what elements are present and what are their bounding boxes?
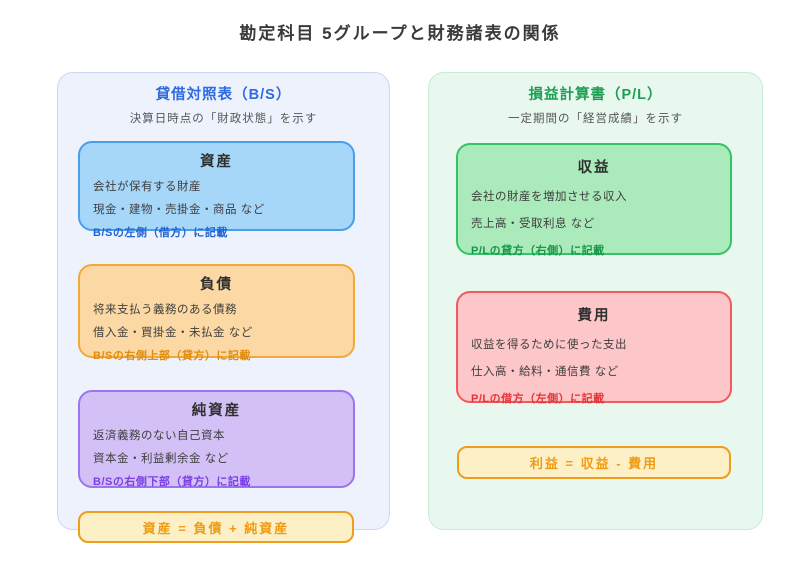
revenue-group-box: 収益 会社の財産を増加させる収入 売上高・受取利息 など P/Lの貸方（右側）に… — [456, 143, 732, 257]
asset-group-examples: 現金・建物・売掛金・商品 など — [93, 204, 265, 216]
pl-formula-box: 利益 = 収益 - 費用 — [457, 446, 731, 479]
net-assets-group-title: 純資産 — [191, 403, 242, 419]
expense-group-examples: 仕入高・給料・通信費 など — [471, 366, 619, 378]
asset-group-title: 資産 — [200, 154, 233, 170]
profit-loss-title: 損益計算書（P/L） — [528, 87, 663, 103]
expense-group-box: 費用 収益を得るために使った支出 仕入高・給料・通信費 など P/Lの借方（左側… — [456, 291, 732, 405]
liability-group-desc: 将来支払う義務のある債務 — [93, 304, 237, 316]
page-title: 勘定科目 5グループと財務諸表の関係 — [239, 24, 561, 43]
profit-loss-subtitle: 一定期間の「経営成績」を示す — [508, 113, 683, 125]
revenue-group-examples: 売上高・受取利息 など — [471, 218, 595, 230]
balance-sheet-subtitle: 決算日時点の「財政状態」を示す — [129, 113, 318, 125]
revenue-group-note: P/Lの貸方（右側）に記載 — [471, 245, 605, 257]
bs-formula-box: 資産 = 負債 + 純資産 — [78, 511, 354, 543]
asset-group-note: B/Sの左側（借方）に記載 — [93, 227, 228, 239]
balance-sheet-panel: 貸借対照表（B/S） 決算日時点の「財政状態」を示す 資産 会社が保有する財産 … — [57, 72, 390, 543]
asset-group-box: 資産 会社が保有する財産 現金・建物・売掛金・商品 など B/Sの左側（借方）に… — [78, 141, 355, 239]
net-assets-group-examples: 資本金・利益剰余金 など — [93, 453, 229, 465]
revenue-group-title: 収益 — [577, 160, 611, 176]
net-assets-group-box: 純資産 返済義務のない自己資本 資本金・利益剰余金 など B/Sの右側下部（貸方… — [78, 390, 355, 488]
pl-formula-text: 利益 = 収益 - 費用 — [529, 456, 659, 471]
expense-group-note: P/Lの借方（左側）に記載 — [471, 393, 605, 405]
liability-group-box: 負債 将来支払う義務のある債務 借入金・買掛金・未払金 など B/Sの右側上部（… — [78, 264, 355, 362]
bs-formula-text: 資産 = 負債 + 純資産 — [142, 520, 290, 536]
balance-sheet-title: 貸借対照表（B/S） — [155, 87, 292, 103]
expense-group-desc: 収益を得るために使った支出 — [471, 339, 627, 351]
asset-group-desc: 会社が保有する財産 — [93, 181, 201, 193]
revenue-group-desc: 会社の財産を増加させる収入 — [471, 191, 627, 203]
liability-group-note: B/Sの右側上部（貸方）に記載 — [93, 350, 251, 362]
net-assets-group-desc: 返済義務のない自己資本 — [93, 430, 225, 442]
liability-group-title: 負債 — [200, 277, 233, 293]
profit-loss-panel: 損益計算書（P/L） 一定期間の「経営成績」を示す 収益 会社の財産を増加させる… — [428, 72, 763, 530]
net-assets-group-note: B/Sの右側下部（貸方）に記載 — [93, 476, 251, 488]
liability-group-examples: 借入金・買掛金・未払金 など — [93, 327, 253, 339]
expense-group-title: 費用 — [577, 308, 611, 324]
